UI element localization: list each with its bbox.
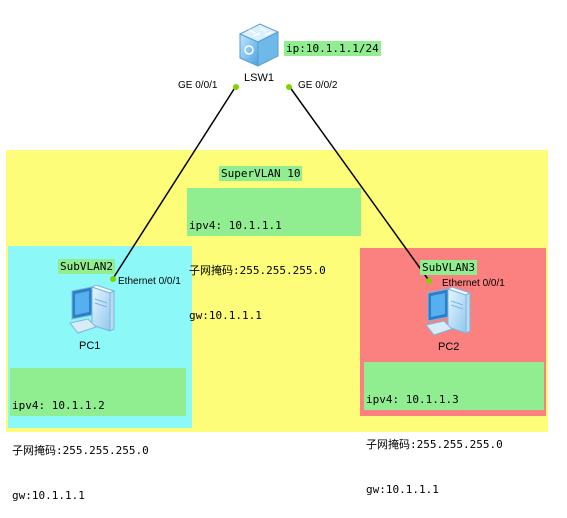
- pc1-mask: 子网掩码:255.255.255.0: [12, 444, 149, 457]
- pc2-gw: gw:10.1.1.1: [366, 483, 439, 496]
- pc2-icon[interactable]: [422, 287, 476, 339]
- pc1-ipv4: ipv4: 10.1.1.2: [12, 399, 105, 412]
- supervlan-ipv4: ipv4: 10.1.1.1: [189, 219, 282, 232]
- pc2-info: ipv4: 10.1.1.3 子网掩码:255.255.255.0 gw:10.…: [364, 362, 544, 496]
- port-label-ge002: GE 0/0/2: [298, 80, 338, 91]
- switch-name: LSW1: [244, 72, 274, 84]
- pc1-gw: gw:10.1.1.1: [12, 489, 85, 502]
- pc2-mask: 子网掩码:255.255.255.0: [366, 438, 503, 451]
- subvlan3-label: SubVLAN3: [420, 260, 477, 275]
- link-lsw1-pc2[interactable]: [288, 85, 431, 283]
- port-dot-pc2: [426, 278, 432, 284]
- pc2-ipv4: ipv4: 10.1.1.3: [366, 393, 459, 406]
- pc1-name: PC1: [79, 340, 101, 352]
- port-dot-ge001: [233, 84, 239, 90]
- pc1-info: ipv4: 10.1.1.2 子网掩码:255.255.255.0 gw:10.…: [10, 368, 186, 502]
- pc2-name: PC2: [438, 341, 460, 353]
- pc1-icon[interactable]: [66, 285, 120, 337]
- port-label-ge001: GE 0/0/1: [178, 80, 218, 91]
- port-dot-pc1: [110, 276, 116, 282]
- network-links: [110, 84, 432, 284]
- supervlan-label: SuperVLAN 10: [219, 166, 303, 181]
- pc1-port-label: Ethernet 0/0/1: [118, 276, 181, 287]
- supervlan-gw: gw:10.1.1.1: [189, 309, 262, 322]
- supervlan-info: ipv4: 10.1.1.1 子网掩码:255.255.255.0 gw:10.…: [187, 188, 361, 322]
- link-lsw1-pc1[interactable]: [111, 85, 237, 281]
- subvlan2-label: SubVLAN2: [58, 259, 115, 274]
- switch-icon[interactable]: [236, 22, 280, 68]
- port-dot-ge002: [286, 84, 292, 90]
- supervlan-mask: 子网掩码:255.255.255.0: [189, 264, 326, 277]
- switch-ip-label: ip:10.1.1.1/24: [284, 41, 381, 56]
- pc2-port-label: Ethernet 0/0/1: [442, 278, 505, 289]
